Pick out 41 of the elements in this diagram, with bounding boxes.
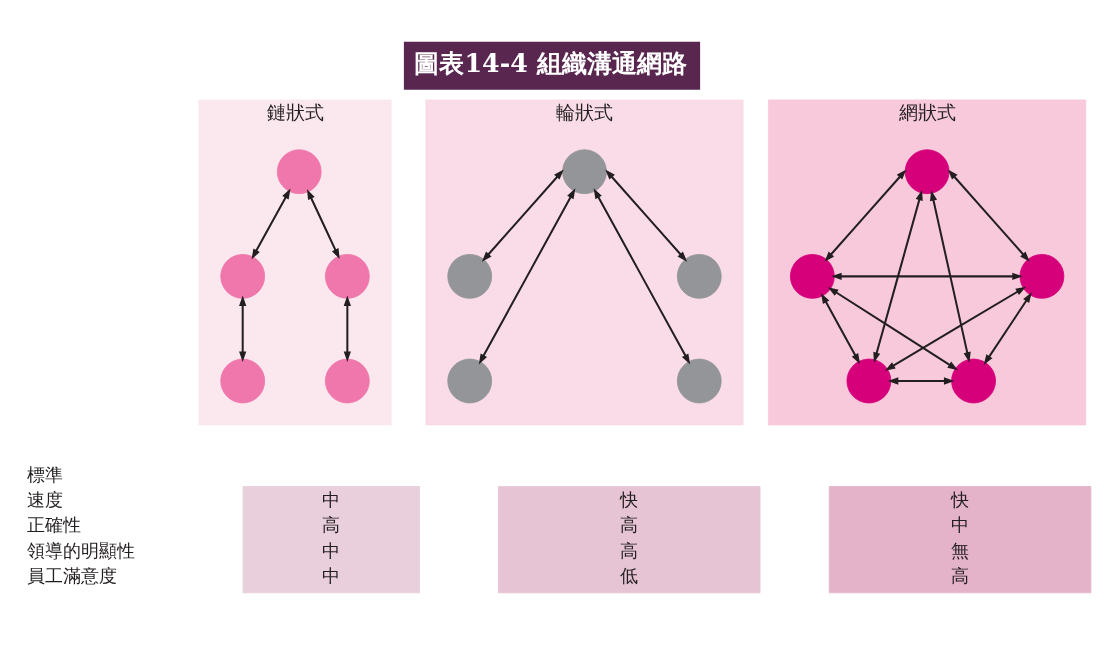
node-circle (904, 148, 950, 194)
node-circle (447, 358, 493, 403)
label: 領導的明顯性 (26, 540, 135, 561)
arrow (947, 168, 1030, 262)
cluster: 網狀式 (768, 99, 1087, 425)
arrow (824, 168, 907, 262)
arrow (884, 286, 1027, 371)
node-box: 中 高 中 中 (242, 485, 420, 593)
arrow (887, 376, 955, 385)
arrow (827, 286, 958, 370)
node-circle (324, 358, 370, 403)
node-circle (276, 148, 322, 194)
node-circle (951, 358, 996, 403)
arrow (605, 168, 688, 262)
node-box: 快 中 無 高 (828, 485, 1092, 593)
arrow (251, 188, 291, 259)
node-circle (676, 358, 722, 403)
node-circle (562, 148, 607, 194)
arrow (307, 188, 340, 259)
arrow (983, 291, 1032, 365)
arrow (239, 294, 247, 362)
arrow (478, 187, 576, 364)
arrow (873, 189, 923, 363)
arrow (821, 292, 860, 364)
label: 員工滿意度 (26, 565, 117, 586)
arrow (831, 272, 1023, 280)
node-box: 快 高 高 低 (498, 485, 761, 593)
arrow (481, 168, 564, 262)
node-circle (324, 253, 370, 299)
diagram-title: 圖表14-4 組織溝通網路 (414, 47, 687, 78)
label: 速度 (26, 489, 63, 510)
arrow (593, 187, 691, 364)
cluster: 鏈狀式 (198, 99, 392, 425)
cluster: 輪狀式 (425, 99, 744, 425)
node-circle (846, 358, 892, 403)
node-circle (220, 253, 266, 299)
label: 標準 (26, 464, 63, 485)
node-circle (220, 358, 266, 403)
label: 正確性 (26, 514, 81, 535)
arrow (929, 189, 971, 363)
arrow (343, 294, 351, 362)
